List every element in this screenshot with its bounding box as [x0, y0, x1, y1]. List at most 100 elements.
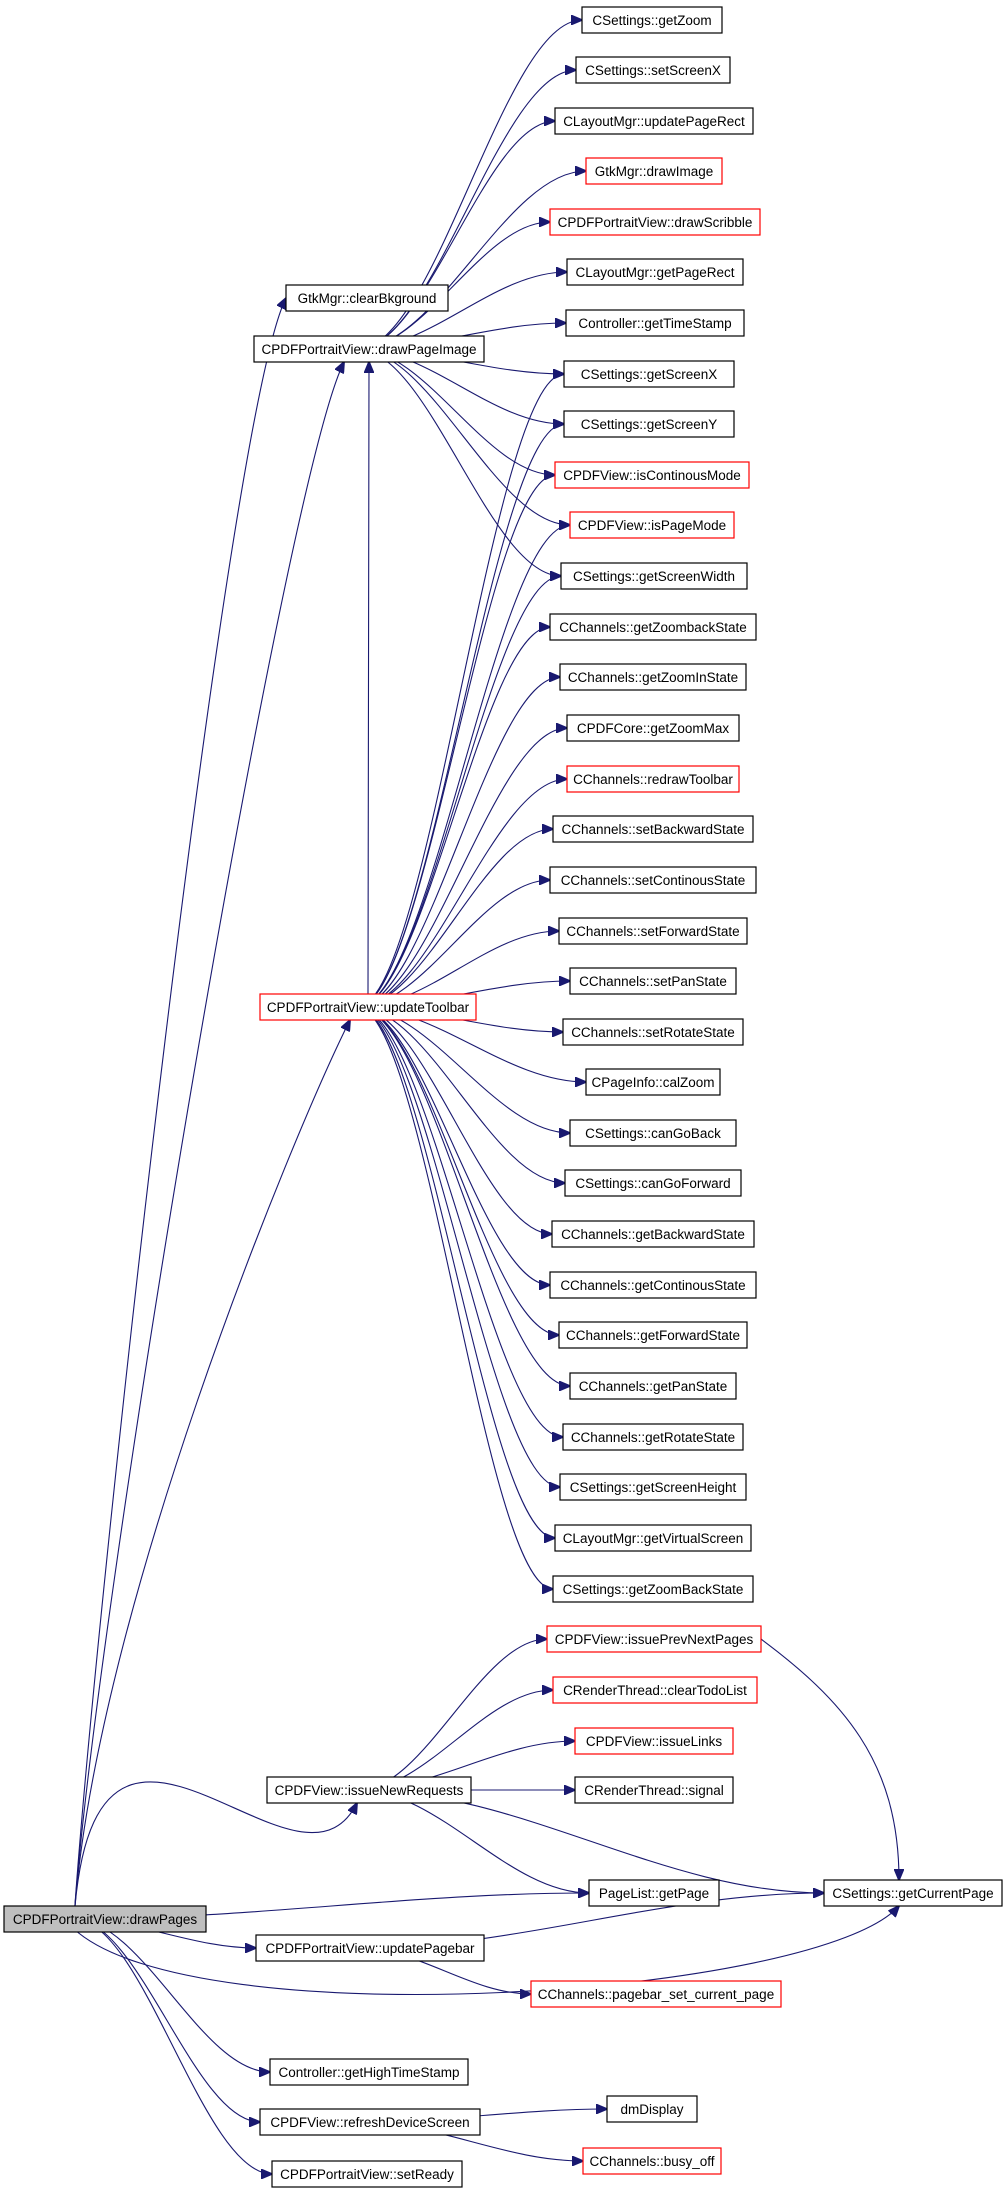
node-label: GtkMgr::drawImage — [595, 164, 714, 179]
node-box — [552, 1676, 758, 1704]
edge-updateToolbar-to-getZoomInState — [357, 677, 560, 1008]
node-getPage[interactable]: PageList::getPage — [588, 1879, 720, 1907]
node-updatePagebar[interactable]: CPDFPortraitView::updatePagebar — [255, 1934, 485, 1962]
node-getBackwardState[interactable]: CChannels::getBackwardState — [551, 1220, 755, 1248]
edge-updateToolbar-to-isContinousMode — [357, 475, 555, 1008]
node-setContinousState[interactable]: CChannels::setContinousState — [549, 866, 757, 894]
node-box — [581, 6, 723, 34]
node-getZoomBackState[interactable]: CSettings::getZoomBackState — [552, 1575, 754, 1603]
node-label: CPDFView::issueLinks — [586, 1734, 723, 1749]
node-box — [582, 2147, 722, 2175]
node-redrawToolbar[interactable]: CChannels::redrawToolbar — [566, 765, 740, 793]
node-setReady[interactable]: CPDFPortraitView::setReady — [271, 2160, 463, 2188]
node-gtk_clear[interactable]: GtkMgr::clearBkground — [285, 284, 449, 312]
node-getForwardState[interactable]: CChannels::getForwardState — [558, 1321, 748, 1349]
node-box — [549, 613, 757, 641]
node-getScreenHeight[interactable]: CSettings::getScreenHeight — [559, 1473, 747, 1501]
node-root[interactable]: CPDFPortraitView::drawPages — [3, 1905, 207, 1933]
node-setBackwardState[interactable]: CChannels::setBackwardState — [552, 815, 754, 843]
node-getScreenY[interactable]: CSettings::getScreenY — [563, 410, 735, 438]
node-issueLinks[interactable]: CPDFView::issueLinks — [574, 1727, 734, 1755]
node-getZoombackState[interactable]: CChannels::getZoombackState — [549, 613, 757, 641]
node-canGoForward[interactable]: CSettings::canGoForward — [564, 1169, 742, 1197]
node-label: CChannels::setForwardState — [566, 924, 739, 939]
edge-updateToolbar-to-getScreenWidth — [357, 576, 561, 1008]
node-isPageMode[interactable]: CPDFView::isPageMode — [569, 511, 735, 539]
node-label: CSettings::canGoBack — [585, 1126, 721, 1141]
node-box — [574, 1776, 734, 1804]
node-getRotateState[interactable]: CChannels::getRotateState — [562, 1423, 744, 1451]
edge-updateToolbar-to-getZoombackState — [357, 627, 550, 1008]
node-box — [575, 56, 731, 84]
node-label: CChannels::getZoombackState — [559, 620, 747, 635]
node-setForwardState[interactable]: CChannels::setForwardState — [558, 917, 748, 945]
node-drawImage[interactable]: GtkMgr::drawImage — [585, 157, 723, 185]
node-box — [563, 360, 735, 388]
node-drawScribble[interactable]: CPDFPortraitView::drawScribble — [549, 208, 761, 236]
node-updatePageRect[interactable]: CLayoutMgr::updatePageRect — [554, 107, 754, 135]
node-box — [565, 309, 745, 337]
edge-updateToolbar-to-setBackwardState — [357, 829, 553, 1008]
node-getZoomMax[interactable]: CPDFCore::getZoomMax — [566, 714, 740, 742]
edge-updateToolbar-to-getZoomBackState — [357, 1006, 553, 1589]
node-label: PageList::getPage — [599, 1886, 709, 1901]
node-getZoom[interactable]: CSettings::getZoom — [581, 6, 723, 34]
node-label: CChannels::getPanState — [579, 1379, 728, 1394]
node-getTimeStamp[interactable]: Controller::getTimeStamp — [565, 309, 745, 337]
node-box — [551, 1220, 755, 1248]
edge-issueNewRequests-to-clearTodoList — [358, 1690, 553, 1791]
node-getPanState[interactable]: CChannels::getPanState — [569, 1372, 737, 1400]
node-getScreenWidth[interactable]: CSettings::getScreenWidth — [560, 562, 748, 590]
node-refreshDeviceScreen[interactable]: CPDFView::refreshDeviceScreen — [259, 2108, 481, 2136]
edge-updateToolbar-to-isPageMode — [357, 525, 570, 1008]
node-getScreenX[interactable]: CSettings::getScreenX — [563, 360, 735, 388]
node-issueNewRequests[interactable]: CPDFView::issueNewRequests — [266, 1776, 472, 1804]
node-canGoBack[interactable]: CSettings::canGoBack — [569, 1119, 737, 1147]
node-getCurrentPage[interactable]: CSettings::getCurrentPage — [823, 1879, 1003, 1907]
node-label: CPDFPortraitView::updateToolbar — [267, 1000, 470, 1015]
node-label: CPDFView::issueNewRequests — [275, 1783, 464, 1798]
node-dmDisplay[interactable]: dmDisplay — [606, 2095, 698, 2123]
node-label: CPDFView::refreshDeviceScreen — [270, 2115, 469, 2130]
node-getZoomInState[interactable]: CChannels::getZoomInState — [559, 663, 747, 691]
node-box — [554, 1524, 752, 1552]
node-box — [285, 284, 449, 312]
node-issuePrevNextPages[interactable]: CPDFView::issuePrevNextPages — [546, 1625, 762, 1653]
node-isContinousMode[interactable]: CPDFView::isContinousMode — [554, 461, 750, 489]
node-box — [271, 2160, 463, 2188]
node-drawPageImage[interactable]: CPDFPortraitView::drawPageImage — [253, 335, 485, 363]
edge-issuePrevNextPages-to-getCurrentPage — [760, 1638, 899, 1880]
node-label: CChannels::setPanState — [579, 974, 727, 989]
node-box — [269, 2058, 469, 2086]
node-label: CPDFView::isContinousMode — [563, 468, 741, 483]
node-box — [554, 107, 754, 135]
node-pagebar_set_current_page[interactable]: CChannels::pagebar_set_current_page — [530, 1980, 782, 2008]
node-label: CSettings::setScreenX — [585, 63, 721, 78]
node-label: CPDFPortraitView::setReady — [280, 2167, 454, 2182]
node-signal[interactable]: CRenderThread::signal — [574, 1776, 734, 1804]
edge-updateToolbar-to-getContinousState — [357, 1006, 550, 1285]
node-getContinousState[interactable]: CChannels::getContinousState — [549, 1271, 757, 1299]
edge-updateToolbar-to-drawPageImage — [368, 362, 369, 995]
node-setScreenX[interactable]: CSettings::setScreenX — [575, 56, 731, 84]
node-box — [569, 511, 735, 539]
node-calZoom[interactable]: CPageInfo::calZoom — [585, 1068, 721, 1096]
node-box — [253, 335, 485, 363]
node-label: CPDFCore::getZoomMax — [577, 721, 730, 736]
node-clearTodoList[interactable]: CRenderThread::clearTodoList — [552, 1676, 758, 1704]
node-busy_off[interactable]: CChannels::busy_off — [582, 2147, 722, 2175]
edge-updateToolbar-to-getForwardState — [357, 1006, 559, 1335]
node-box — [562, 1018, 744, 1046]
node-getVirtualScreen[interactable]: CLayoutMgr::getVirtualScreen — [554, 1524, 752, 1552]
node-label: CPDFPortraitView::drawPageImage — [261, 342, 476, 357]
node-label: CChannels::setBackwardState — [561, 822, 744, 837]
edge-updateToolbar-to-getZoomMax — [357, 728, 567, 1008]
node-setPanState[interactable]: CChannels::setPanState — [569, 967, 737, 995]
node-label: CChannels::busy_off — [589, 2154, 714, 2169]
node-setRotateState[interactable]: CChannels::setRotateState — [562, 1018, 744, 1046]
edge-drawPageImage-to-isPageMode — [357, 348, 571, 525]
node-getPageRect[interactable]: CLayoutMgr::getPageRect — [566, 258, 744, 286]
node-getHighTimeStamp[interactable]: Controller::getHighTimeStamp — [269, 2058, 469, 2086]
edge-issueNewRequests-to-getCurrentPage — [358, 1789, 824, 1893]
node-updateToolbar[interactable]: CPDFPortraitView::updateToolbar — [259, 993, 477, 1021]
